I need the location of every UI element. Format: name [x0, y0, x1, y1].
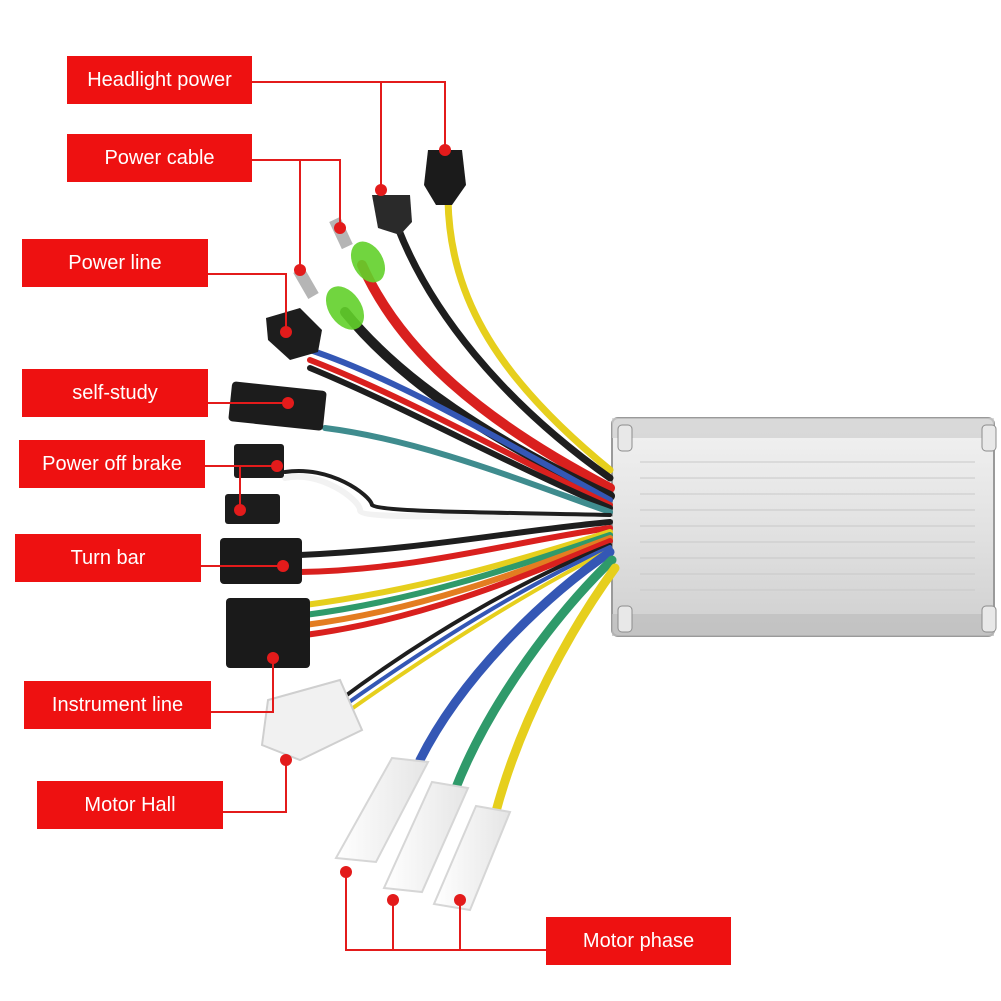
wire-blue-phase — [415, 547, 615, 765]
wire-teal-self-study — [322, 425, 613, 515]
label-turn-bar: Turn bar — [15, 534, 201, 582]
label-self-study: self-study — [22, 369, 208, 417]
headlight-connector-large — [424, 150, 466, 205]
power-cable-green-sleeve-1 — [350, 241, 386, 283]
controller-housing — [611, 417, 997, 637]
label-motor-hall: Motor Hall — [37, 781, 223, 829]
label-headlight-power: Headlight power — [67, 56, 252, 104]
wire-blue-power-line — [307, 347, 613, 503]
wire-yellow-headlight — [444, 196, 614, 474]
label-power-off-brake: Power off brake — [19, 440, 205, 488]
leader-motor-hall — [223, 760, 287, 813]
wire-green-instrument — [302, 532, 613, 618]
brake-connector-bottom — [225, 494, 280, 524]
wire-yellow-phase — [490, 563, 620, 820]
power-cable-green-sleeve-2 — [325, 286, 365, 330]
power-line-connector — [266, 308, 322, 360]
leader-lines — [201, 81, 546, 951]
instrument-connector — [226, 598, 310, 668]
wire-orange-instrument — [302, 535, 613, 628]
wire-red-instrument — [302, 538, 613, 638]
label-instrument-line: Instrument line — [24, 681, 211, 729]
headlight-connector-small — [372, 195, 412, 235]
wire-black-headlight — [394, 224, 614, 482]
leader-dots — [234, 144, 466, 906]
wire-yellow-instrument — [302, 529, 613, 608]
wire-red-turn-bar — [297, 525, 613, 575]
wire-black-hall — [338, 543, 612, 702]
wire-green-phase — [450, 555, 617, 795]
label-power-line: Power line — [22, 239, 208, 287]
connectors — [220, 150, 512, 912]
wire-black-power-line — [307, 365, 613, 511]
wire-white-brake — [282, 473, 613, 521]
motor-phase-sleeve-yellow — [432, 804, 512, 912]
wire-bundle — [282, 196, 620, 820]
wire-black-turn-bar — [297, 519, 613, 558]
leader-motor-phase — [345, 872, 546, 951]
leader-power-cable — [252, 159, 341, 228]
label-motor-phase: Motor phase — [546, 917, 731, 965]
leader-instrument-line — [211, 658, 274, 713]
wire-red-power-line — [307, 357, 613, 508]
motor-hall-connector — [260, 678, 364, 762]
wire-black-brake — [283, 468, 612, 517]
self-study-connector — [228, 381, 327, 431]
motor-phase-sleeve-blue — [334, 756, 430, 864]
brake-connector-top — [234, 444, 284, 478]
label-power-cable: Power cable — [67, 134, 252, 182]
motor-phase-sleeve-green — [382, 780, 470, 894]
leader-headlight-power — [252, 81, 446, 150]
wire-red-power-cable — [357, 260, 615, 493]
turn-bar-connector — [220, 538, 302, 584]
wire-yellow-hall — [348, 548, 612, 712]
leader-power-line — [208, 273, 287, 332]
wire-blue-hall — [343, 545, 612, 707]
